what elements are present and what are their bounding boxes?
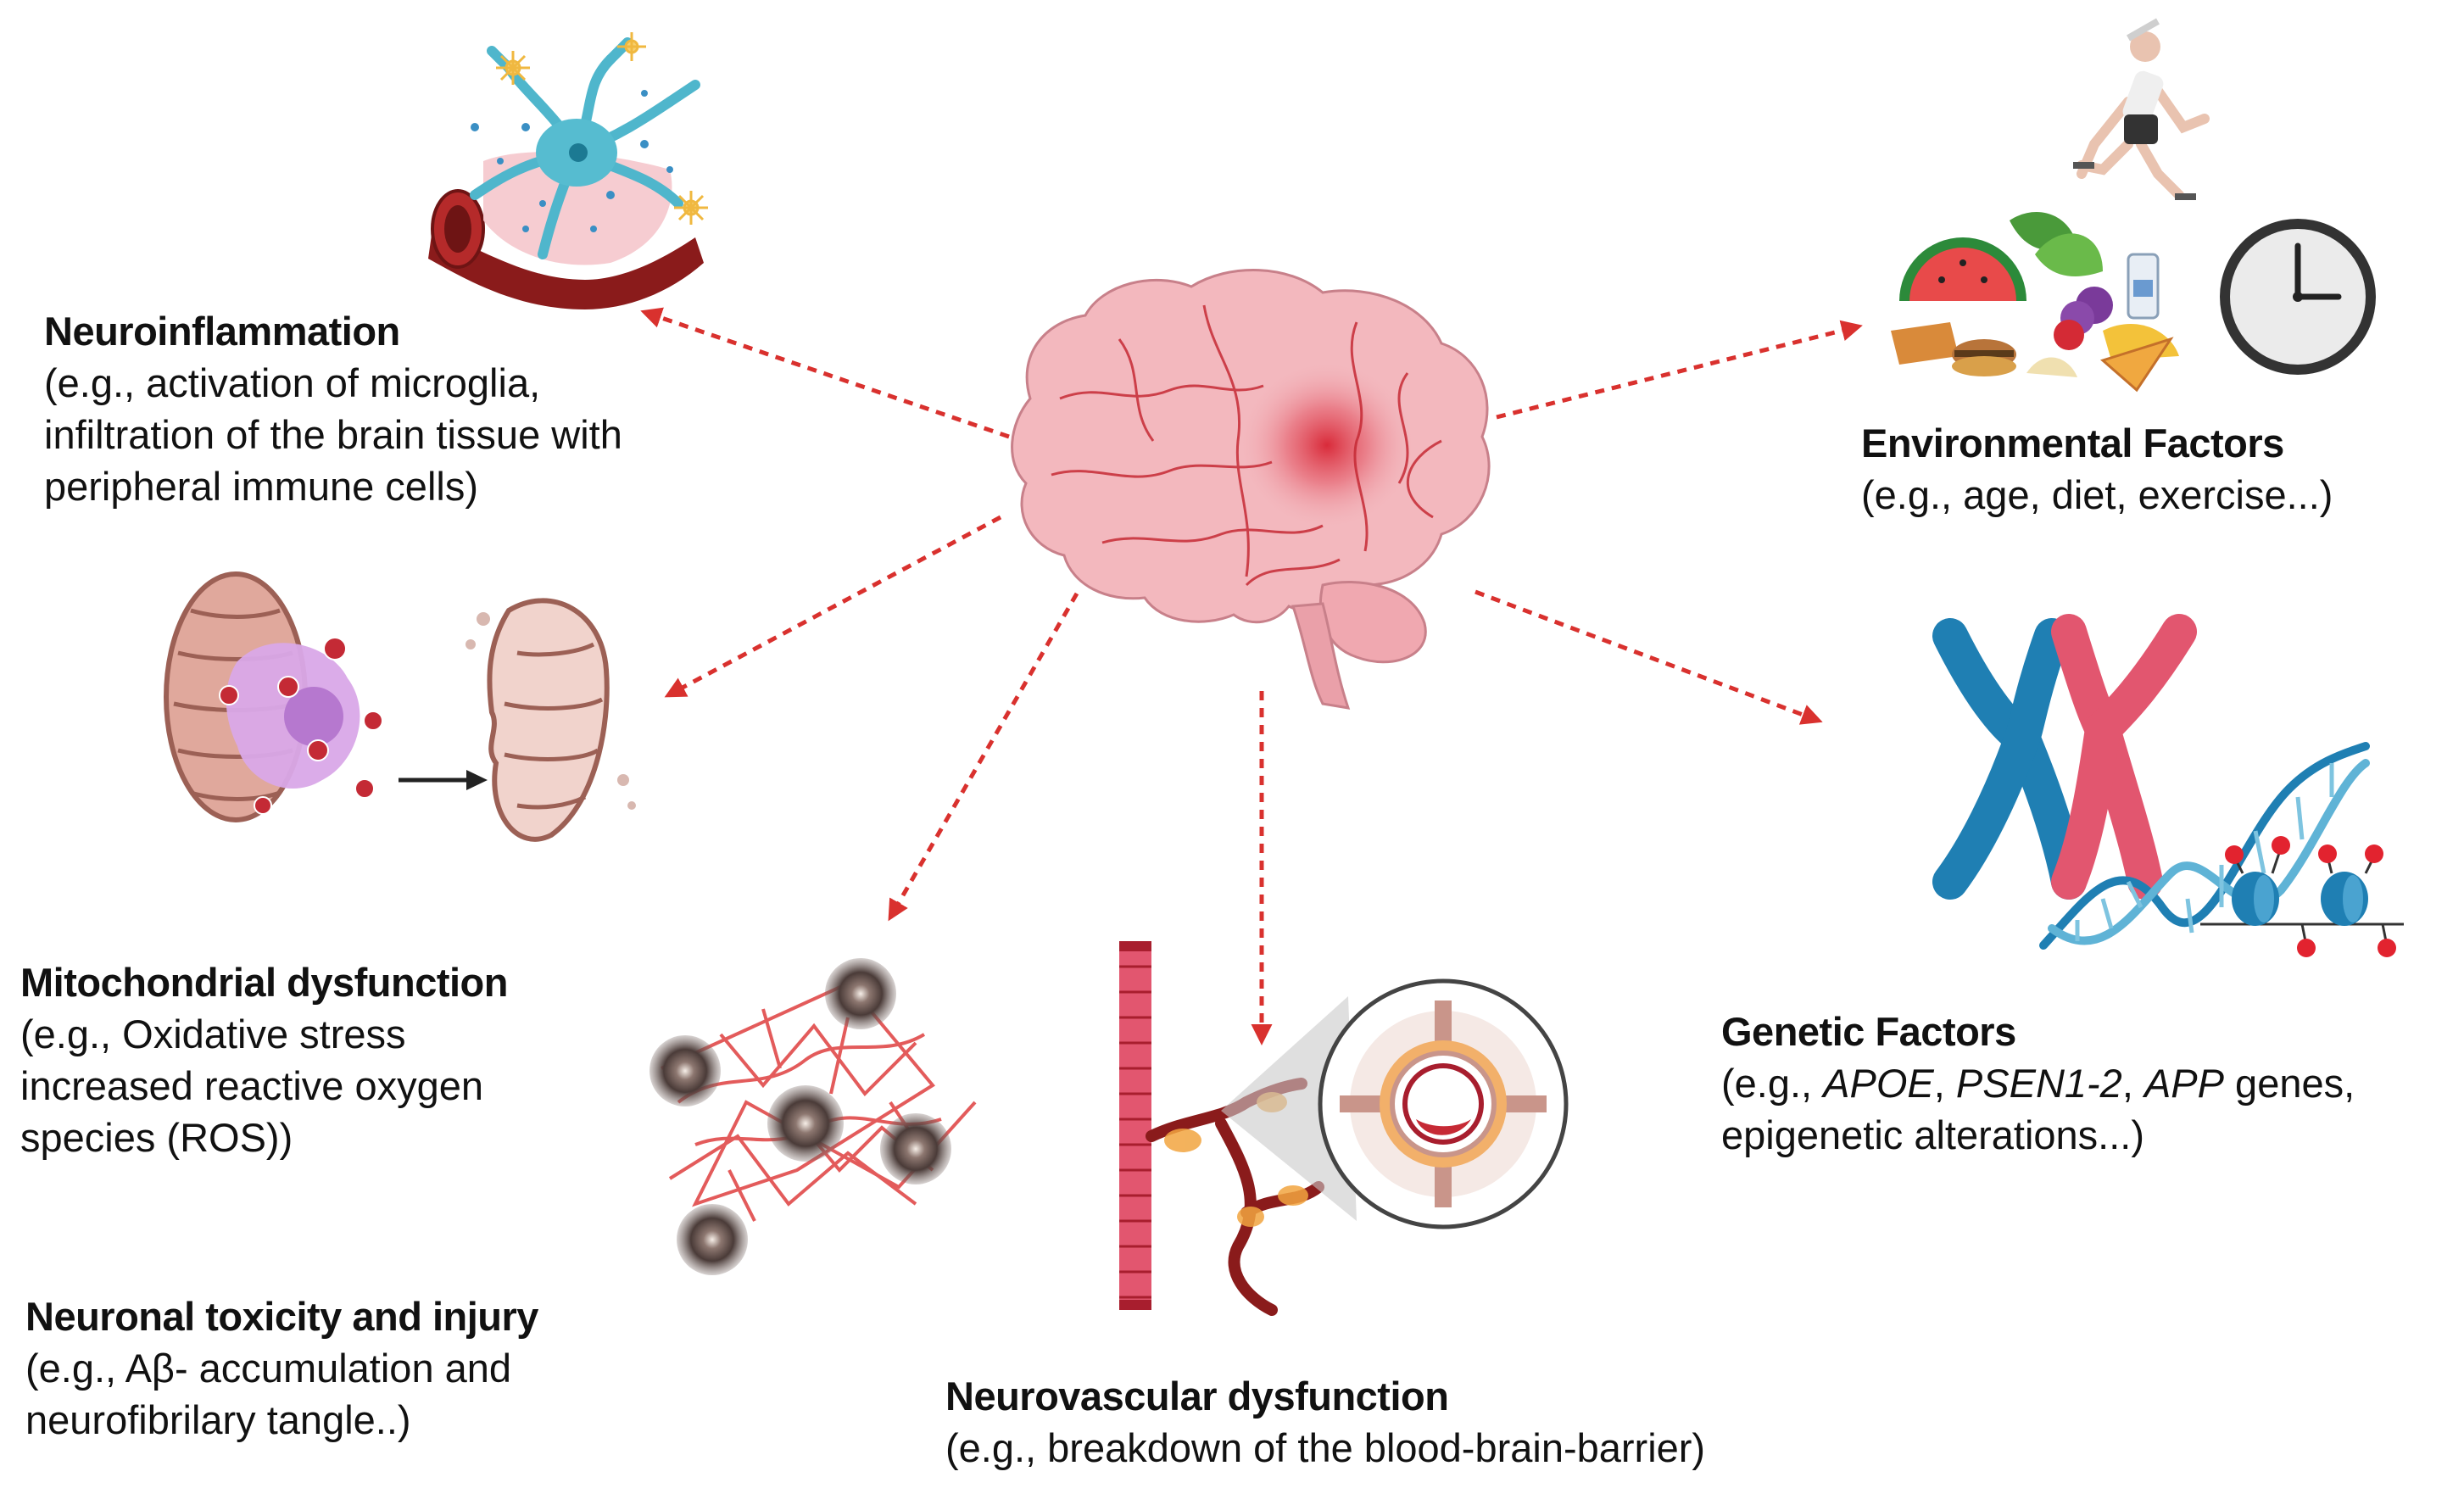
desc-neuroinflammation-line-2: infiltration of the brain tissue with (44, 412, 622, 457)
microglia-blood-vessel-icon (428, 32, 708, 309)
label-mitochondrial: Mitochondrial dysfunction (e.g., Oxidati… (20, 956, 508, 1163)
brain-icon (1011, 269, 1491, 710)
desc-genetic-line-1: (e.g., APOE, PSEN1-2, APP genes, (1721, 1057, 2355, 1109)
desc-neuroinflammation-line-3: peripheral immune cells) (44, 464, 478, 509)
desc-neuroinflammation-line-1: (e.g., activation of microglia, (44, 360, 541, 405)
label-neurovascular: Neurovascular dysfunction (e.g., breakdo… (945, 1370, 1705, 1474)
title-environmental: Environmental Factors (1861, 421, 2284, 465)
runner-food-clock-icon (1891, 18, 2376, 393)
connector-arrows (640, 307, 1863, 1045)
arrow-to-neuronal (888, 592, 1079, 922)
desc-neuronal-line-1: (e.g., Aβ- accumulation and (25, 1346, 512, 1391)
desc-mitochondrial-line-3: species (ROS)) (20, 1115, 293, 1160)
title-neuroinflammation: Neuroinflammation (44, 309, 400, 354)
desc-environmental-line-1: (e.g., age, diet, exercise...) (1861, 472, 2333, 517)
genetic-prefix: (e.g., (1721, 1061, 1824, 1106)
genetic-suffix: genes, (2224, 1061, 2355, 1106)
desc-neurovascular-line-1: (e.g., breakdown of the blood-brain-barr… (945, 1425, 1706, 1470)
arrow-to-mitochondrial (664, 515, 1002, 698)
mitochondria-damage-icon (164, 571, 636, 842)
gene-apoe: APOE (1823, 1061, 1934, 1106)
arrow-to-genetic (1474, 589, 1823, 725)
amyloid-plaques-tangles-icon (649, 958, 977, 1275)
label-genetic: Genetic Factors (e.g., APOE, PSEN1-2, AP… (1721, 1006, 2355, 1161)
label-neuronal: Neuronal toxicity and injury (e.g., Aβ- … (25, 1290, 538, 1446)
label-environmental: Environmental Factors (e.g., age, diet, … (1861, 417, 2333, 521)
label-neuroinflammation: Neuroinflammation (e.g., activation of m… (44, 305, 622, 512)
arrow-to-neuroinflammation (640, 307, 1010, 439)
title-genetic: Genetic Factors (1721, 1009, 2016, 1054)
desc-mitochondrial-line-1: (e.g., Oxidative stress (20, 1012, 406, 1056)
chromosome-dna-icon (1932, 614, 2404, 957)
title-neurovascular: Neurovascular dysfunction (945, 1374, 1449, 1419)
blood-vessel-cross-section-icon (1119, 941, 1569, 1316)
arrow-to-environmental (1496, 320, 1863, 420)
title-mitochondrial: Mitochondrial dysfunction (20, 960, 508, 1005)
gene-app: APP (2143, 1061, 2224, 1106)
title-neuronal: Neuronal toxicity and injury (25, 1294, 538, 1339)
genetic-sep-2: , (2121, 1061, 2144, 1106)
genetic-sep-1: , (1933, 1061, 1956, 1106)
desc-mitochondrial-line-2: increased reactive oxygen (20, 1063, 484, 1108)
gene-psen: PSEN1-2 (1955, 1061, 2122, 1106)
desc-neuronal-line-2: neurofibrilary tangle..) (25, 1397, 411, 1442)
desc-genetic-line-2: epigenetic alterations...) (1721, 1112, 2145, 1157)
